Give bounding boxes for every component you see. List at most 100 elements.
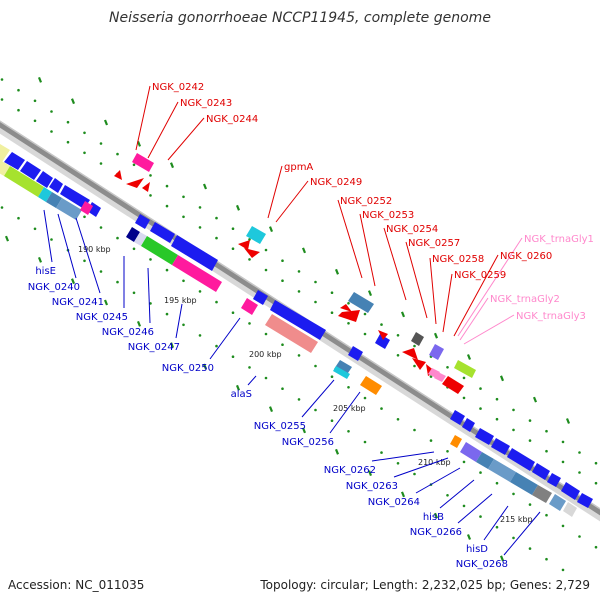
guide-dot: [83, 131, 86, 135]
guide-dot: [330, 291, 334, 295]
scale-tick: [70, 278, 76, 285]
kbp-label: 195 kbp: [164, 296, 197, 305]
guide-dot: [297, 290, 301, 293]
scale-tick: [466, 534, 472, 540]
gene-label: NGK_0262: [324, 465, 376, 476]
guide-dot: [0, 98, 4, 101]
label-leader: [337, 199, 363, 279]
gene-arrow: [475, 428, 494, 445]
guide-dot: [99, 270, 103, 273]
kbp-label: 215 kbp: [500, 515, 533, 524]
scale-tick: [235, 204, 241, 211]
guide-dot: [396, 462, 400, 465]
label-leader: [329, 391, 361, 434]
gene-label: hisE: [35, 266, 56, 277]
guide-dot: [0, 78, 4, 81]
gene-label: NGK_0240: [28, 282, 80, 293]
guide-dot: [66, 140, 70, 144]
gene-label: gpmA: [284, 162, 313, 173]
gene-label: NGK_0266: [410, 527, 462, 538]
label-leader: [275, 180, 309, 223]
gene-box: [4, 166, 44, 197]
gene-arrow: [150, 222, 175, 243]
guide-dot: [0, 206, 4, 209]
guide-dot: [429, 439, 433, 442]
guide-dot: [380, 407, 383, 410]
scale-tick: [268, 226, 274, 233]
guide-dot: [396, 354, 400, 357]
scale-tick: [433, 512, 439, 519]
gene-label: NGK_0254: [386, 224, 438, 235]
guide-dot: [33, 227, 37, 231]
gene-arrow: [547, 473, 561, 487]
gene-label: hisB: [423, 512, 444, 523]
guide-dot: [165, 184, 169, 188]
guide-dot: [281, 387, 284, 391]
guide-dot: [330, 311, 334, 315]
label-leader: [383, 227, 407, 301]
guide-dot: [66, 120, 70, 124]
gene-box: [141, 236, 178, 265]
guide-dot: [33, 119, 37, 123]
guide-dot: [248, 322, 251, 325]
label-leader: [439, 479, 475, 509]
guide-dot: [578, 471, 581, 474]
guide-dot: [198, 290, 202, 293]
scale-tick: [136, 140, 142, 147]
guide-dot: [182, 195, 185, 199]
gene-box: [56, 198, 82, 220]
gene-box: [460, 442, 482, 462]
gene-arrow: [491, 438, 510, 455]
guide-dot: [248, 258, 251, 261]
label-leader: [359, 213, 376, 287]
guide-dot: [561, 440, 565, 444]
guide-dot: [50, 238, 53, 241]
gene-box: [442, 376, 464, 394]
gene-box: [360, 376, 382, 395]
guide-dot: [528, 503, 532, 506]
kbp-label: 200 kbp: [249, 350, 282, 359]
label-leader: [405, 241, 428, 319]
guide-dot: [561, 568, 565, 572]
gene-label: NGK_0242: [152, 82, 204, 93]
guide-dot: [231, 311, 235, 315]
guide-dot: [149, 174, 152, 177]
gene-box: [429, 344, 444, 360]
label-leader: [453, 254, 499, 337]
label-leader: [147, 267, 151, 324]
guide-dot: [545, 449, 548, 453]
scale-tick: [202, 363, 208, 370]
gene-box: [454, 360, 476, 378]
guide-dot: [264, 332, 268, 336]
guide-dot: [396, 334, 400, 337]
guide-dot: [347, 322, 350, 325]
guide-dot: [495, 397, 499, 401]
guide-dot: [314, 408, 317, 412]
guide-dot: [561, 460, 565, 464]
gene-arrow: [577, 493, 593, 508]
guide-dot: [446, 366, 449, 369]
guide-dot: [149, 258, 152, 261]
guide-dot: [594, 545, 598, 549]
guide-dot: [99, 226, 103, 229]
label-leader: [371, 451, 435, 462]
guide-dot: [264, 248, 268, 252]
scale-tick: [499, 375, 505, 382]
gene-label: NGK_0241: [52, 297, 104, 308]
guide-dot: [297, 398, 301, 401]
guide-dot: [215, 344, 218, 348]
label-leader: [175, 303, 183, 339]
gene-box: [450, 435, 462, 448]
scale-tick: [334, 268, 340, 275]
gene-label: NGK_0249: [310, 177, 362, 188]
gene-label: NGK_0246: [102, 327, 154, 338]
guide-dot: [429, 375, 433, 378]
gene-arrow: [338, 310, 360, 322]
gene-arrow: [348, 346, 363, 361]
gene-arrow: [375, 334, 390, 349]
guide-dot: [231, 227, 235, 230]
guide-dot: [413, 364, 416, 368]
guide-dot: [264, 376, 268, 380]
gene-label: alaS: [231, 389, 252, 400]
gene-arrow: [532, 463, 550, 480]
